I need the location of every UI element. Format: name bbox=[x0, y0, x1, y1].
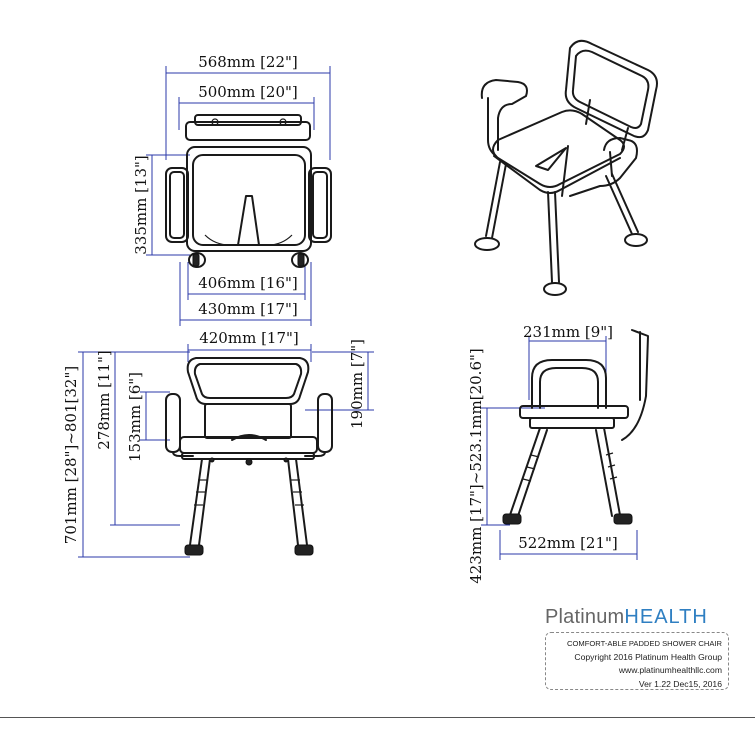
copyright-text: Copyright 2016 Platinum Health Group bbox=[574, 651, 722, 662]
perspective-view bbox=[474, 39, 658, 296]
website-text: www.platinumhealthllc.com bbox=[618, 665, 722, 675]
dim-top-outer-width: 568mm [22"] bbox=[198, 53, 298, 71]
front-view: 420mm [17"] 701mm [28"]~801[32"] 278mm [… bbox=[62, 329, 374, 558]
version-text: Ver 1.22 Dec15, 2016 bbox=[638, 678, 722, 689]
title-block: COMFORT-ABLE PADDED SHOWER CHAIR Copyrig… bbox=[545, 632, 729, 690]
dim-front-arm-rest: 153mm [6"] bbox=[126, 372, 144, 462]
top-view: 568mm [22"] 500mm [20"] 335mm [13"] 406m… bbox=[132, 53, 332, 326]
dim-front-back-height: 190mm [7"] bbox=[348, 339, 366, 429]
dim-side-seat-height: 423mm [17"]~523.1mm[20.6"] bbox=[467, 348, 485, 584]
brand-logo-text: PlatinumHEALTH bbox=[545, 606, 730, 629]
side-view: 231mm [9"] 423mm [17"]~523.1mm[20.6"] 52… bbox=[467, 323, 649, 584]
brand-logo-part2: HEALTH bbox=[624, 606, 708, 628]
product-name: COMFORT-ABLE PADDED SHOWER CHAIR bbox=[567, 639, 722, 648]
brand-logo: PlatinumHEALTH bbox=[545, 606, 730, 629]
dim-side-arm-width: 231mm [9"] bbox=[523, 323, 613, 341]
dim-top-leg-width: 430mm [17"] bbox=[198, 300, 298, 318]
dim-top-front-width: 406mm [16"] bbox=[198, 274, 298, 292]
dim-top-inner-width: 500mm [20"] bbox=[198, 83, 298, 101]
dim-front-back-width: 420mm [17"] bbox=[199, 329, 299, 347]
dim-top-depth: 335mm [13"] bbox=[132, 155, 150, 255]
dim-front-total-height: 701mm [28"]~801[32"] bbox=[62, 366, 80, 544]
brand-logo-part1: Platinum bbox=[545, 606, 625, 628]
dim-front-arm-height: 278mm [11"] bbox=[95, 350, 113, 450]
dim-side-base-width: 522mm [21"] bbox=[518, 534, 618, 552]
bottom-divider bbox=[0, 717, 755, 718]
